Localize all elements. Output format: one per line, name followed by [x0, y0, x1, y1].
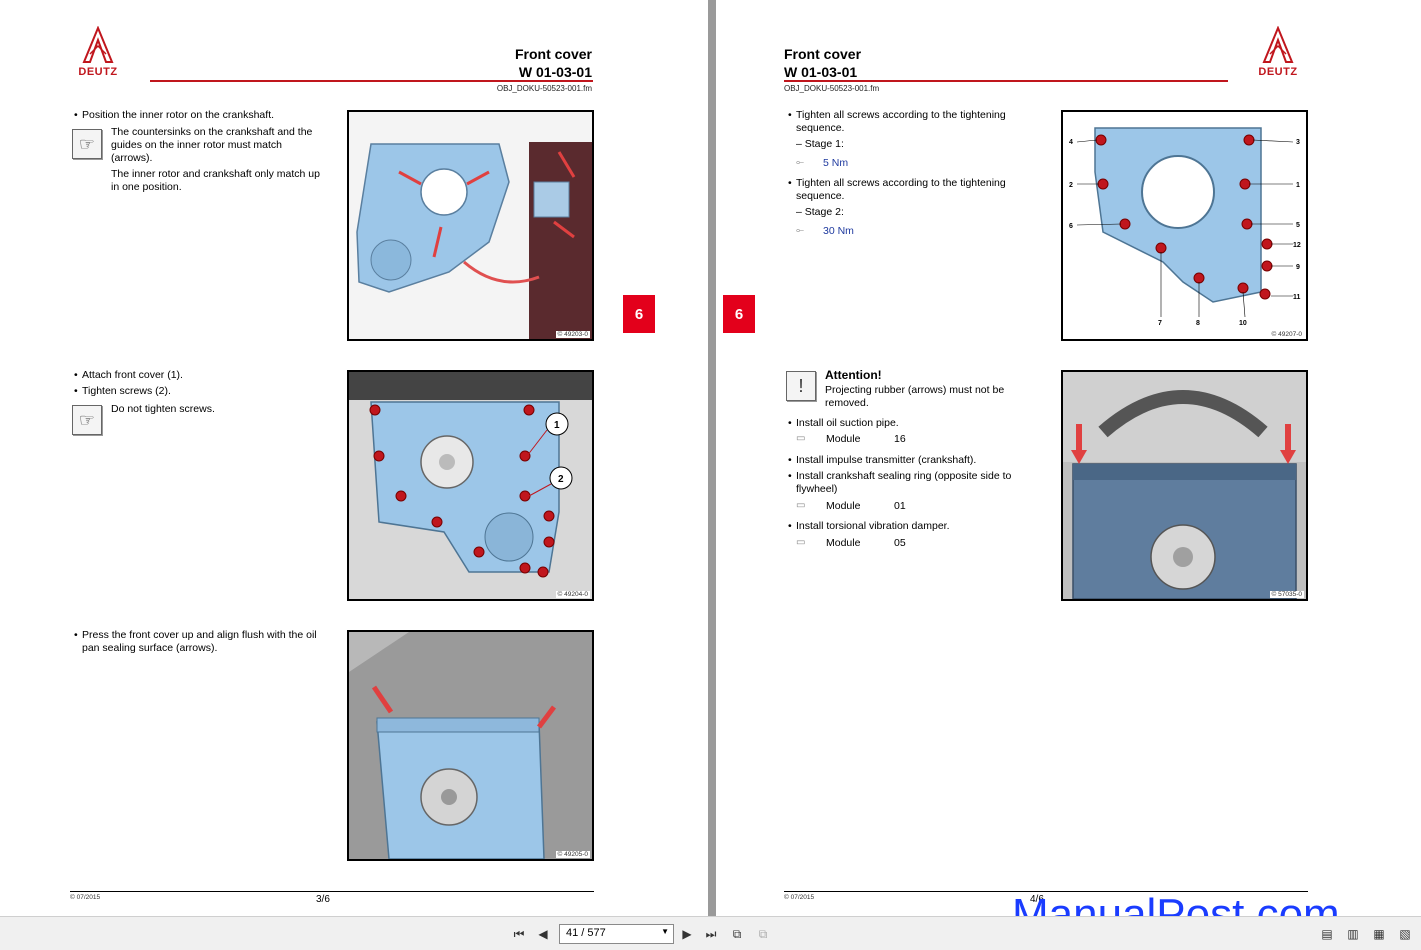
next-page-icon[interactable]: ▶ — [682, 927, 692, 941]
figure-front-cover-attach: 1 2 © 49204-0 — [347, 370, 594, 601]
header-rule — [150, 80, 593, 82]
figure-align-cover: © 49205-0 — [347, 630, 594, 861]
attention-text: Projecting rubber (arrows) must not be r… — [825, 384, 1005, 409]
single-page-icon[interactable]: ▤ — [1321, 927, 1333, 941]
stage-1-label: – Stage 1: — [796, 138, 844, 150]
footer-rule — [784, 891, 1308, 892]
step-attach-cover: Attach front cover (1). — [74, 369, 332, 382]
title-code: W 01-03-01 — [784, 64, 858, 80]
seq-9: 9 — [1296, 264, 1300, 271]
stage-2-label: – Stage 2: — [796, 206, 844, 218]
seq-4: 4 — [1069, 139, 1073, 146]
warning-icon: ! — [786, 371, 816, 401]
step-tighten-sequence-2: Tighten all screws according to the tigh… — [788, 177, 1036, 203]
logo-text: DEUTZ — [78, 66, 118, 78]
seq-6: 6 — [1069, 223, 1073, 230]
torque-30nm: 30 Nm — [823, 225, 854, 237]
step-sealing-ring: Install crankshaft sealing ring (opposit… — [788, 470, 1036, 496]
title-text: Front cover — [514, 46, 592, 62]
note-do-not-tighten: Do not tighten screws. — [111, 403, 215, 415]
note-match: The inner rotor and crankshaft only matc… — [111, 168, 320, 193]
callout-1: 1 — [554, 420, 560, 431]
continuous-icon[interactable]: ▥ — [1347, 927, 1359, 941]
figure-id: © 49203-0 — [555, 331, 590, 338]
figure-inner-rotor: © 49203-0 — [347, 110, 594, 341]
step-oil-suction: Install oil suction pipe. — [788, 417, 1036, 430]
header-rule — [784, 80, 1228, 82]
note-countersinks: The countersinks on the crankshaft and t… — [111, 126, 313, 164]
footer-page-number: 3/6 — [316, 894, 330, 905]
module-16: 16 — [894, 433, 906, 445]
page-title: Front cover W 01-03-01 — [420, 45, 592, 81]
prev-page-icon[interactable]: ◀ — [538, 927, 548, 941]
module-label: Module — [826, 500, 861, 512]
step-position-rotor: Position the inner rotor on the cranksha… — [74, 109, 332, 122]
callout-2: 2 — [558, 474, 564, 485]
seq-8: 8 — [1196, 320, 1200, 327]
footer-copyright: © 07/2015 — [70, 894, 101, 901]
seq-7: 7 — [1158, 320, 1162, 327]
figure-id: © 57035-0 — [1269, 591, 1304, 598]
page-right: Front cover W 01-03-01 OBJ_DOKU-50523-00… — [716, 0, 1421, 916]
seq-11: 11 — [1293, 294, 1301, 301]
figure-tightening-sequence: 4 3 2 1 6 5 12 9 11 7 8 10 © 49207-0 — [1061, 110, 1308, 341]
page-gutter — [708, 0, 716, 916]
step-impulse-transmitter: Install impulse transmitter (crankshaft)… — [788, 454, 1036, 467]
footer-rule — [70, 891, 594, 892]
seq-10: 10 — [1239, 320, 1247, 327]
torque-5nm: 5 Nm — [823, 157, 849, 169]
chapter-tab-left[interactable]: 6 — [623, 295, 655, 333]
chapter-tab-right[interactable]: 6 — [723, 295, 755, 333]
two-page-icon[interactable]: ▦ — [1373, 927, 1385, 941]
seq-12: 12 — [1293, 242, 1301, 249]
step-tighten-sequence-1: Tighten all screws according to the tigh… — [788, 109, 1036, 135]
wrench-icon: ⟜ — [796, 157, 804, 168]
hand-pointer-icon: ☞ — [72, 405, 102, 435]
copy-icon[interactable]: ⧉ — [732, 926, 742, 941]
module-label: Module — [826, 433, 861, 445]
figure-id: © 49207-0 — [1269, 331, 1304, 338]
step-press-cover: Press the front cover up and align flush… — [74, 629, 332, 655]
page-number-input[interactable]: 41 / 577 ▼ — [559, 924, 674, 944]
seq-3: 3 — [1296, 139, 1300, 146]
page-title: Front cover W 01-03-01 — [784, 45, 984, 81]
file-reference: OBJ_DOKU-50523-001.fm — [784, 84, 880, 93]
paste-icon[interactable]: ⧉ — [758, 926, 768, 941]
book-icon: ▭ — [796, 500, 806, 511]
navigation-toolbar: ⏮ ◀ 41 / 577 ▼ ▶ ⏭ ⧉ ⧉ ▤ ▥ ▦ ▧ — [0, 916, 1421, 950]
title-code: W 01-03-01 — [518, 64, 592, 80]
book-icon: ▭ — [796, 537, 806, 548]
first-page-icon[interactable]: ⏮ — [513, 926, 525, 941]
module-label: Module — [826, 537, 861, 549]
figure-id: © 49204-0 — [555, 591, 590, 598]
step-tighten-screws: Tighten screws (2). — [74, 385, 332, 398]
attention-title: Attention! — [825, 368, 882, 382]
chevron-down-icon[interactable]: ▼ — [661, 927, 669, 936]
seq-2: 2 — [1069, 182, 1073, 189]
seq-1: 1 — [1296, 182, 1300, 189]
figure-projecting-rubber: © 57035-0 — [1061, 370, 1308, 601]
step-vibration-damper: Install torsional vibration damper. — [788, 520, 1036, 533]
logo-text: DEUTZ — [1258, 66, 1298, 78]
wrench-icon: ⟜ — [796, 225, 804, 236]
footer-copyright: © 07/2015 — [784, 894, 815, 901]
figure-id: © 49205-0 — [555, 851, 590, 858]
module-01: 01 — [894, 500, 906, 512]
seq-5: 5 — [1296, 222, 1300, 229]
footer-page-number: 4/6 — [1030, 894, 1044, 905]
book-icon: ▭ — [796, 433, 806, 444]
file-reference: OBJ_DOKU-50523-001.fm — [496, 84, 592, 93]
deutz-logo: DEUTZ — [70, 26, 130, 82]
module-05: 05 — [894, 537, 906, 549]
deutz-logo: DEUTZ — [1250, 26, 1310, 82]
hand-pointer-icon: ☞ — [72, 129, 102, 159]
page-left: DEUTZ Front cover W 01-03-01 OBJ_DOKU-50… — [0, 0, 708, 916]
two-page-continuous-icon[interactable]: ▧ — [1399, 927, 1411, 941]
last-page-icon[interactable]: ⏭ — [705, 926, 717, 941]
document-viewer: DEUTZ Front cover W 01-03-01 OBJ_DOKU-50… — [0, 0, 1421, 916]
page-indicator: 41 / 577 — [566, 927, 606, 939]
title-text: Front cover — [784, 46, 862, 62]
